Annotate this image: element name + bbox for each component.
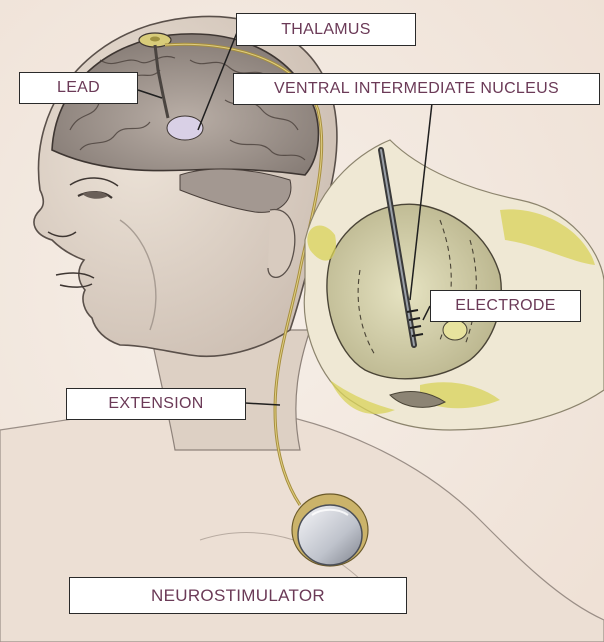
section-nucleus: [443, 320, 467, 340]
label-neurostimulator: NEUROSTIMULATOR: [69, 577, 407, 614]
neurostimulator-device: [298, 505, 362, 565]
label-electrode: ELECTRODE: [430, 290, 581, 322]
label-extension: EXTENSION: [66, 388, 246, 420]
label-lead: LEAD: [19, 72, 138, 104]
label-ventral-intermediate-nucleus: VENTRAL INTERMEDIATE NUCLEUS: [233, 73, 600, 105]
burr-hole-center: [150, 37, 160, 42]
label-thalamus: THALAMUS: [236, 13, 416, 46]
thalamus-region: [167, 116, 203, 140]
